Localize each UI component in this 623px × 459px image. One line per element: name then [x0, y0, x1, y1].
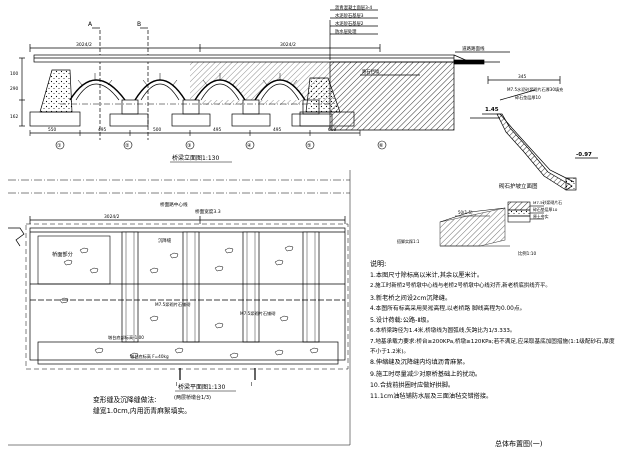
pier-label-3: ③	[187, 143, 191, 149]
slope-protection-section	[470, 76, 598, 191]
plan-cross-label: 墩台底标高 F=40kg	[130, 353, 169, 360]
design-notes: 说明: 1.本图尺寸除标高以米计,其余以厘米计。 2.施工时新桥2号桥墩中心线与…	[370, 259, 620, 402]
detail-label-1: M7.5砂浆砌片石	[533, 200, 562, 205]
note-line-8: 8.伸缩缝及沉降缝内均填沥青麻絮。	[370, 359, 469, 367]
section-note-1: M7.5水泥砂浆砌片石厚30填充	[507, 86, 563, 92]
bridge-elevation-view	[19, 9, 510, 140]
dim-bottom-4: 495	[213, 127, 221, 133]
note-line-7: 7.地基承载力要求:桥台≥200KPa,桥墩≥120KPa;若不满足,应采取基底…	[370, 339, 615, 356]
note-line-5: 5.设计荷载:公路-Ⅱ级。	[370, 317, 433, 325]
note-line-3: 3.新老桥之间设2cm沉降缝。	[370, 294, 452, 302]
elevation-text: 3024/2 3024/2 A B 沥青混凝土面层3-4 水泥砂石基层3 水泥砂…	[10, 4, 485, 163]
section-dim: 345	[518, 74, 526, 80]
note-line-9: 9.施工时尽量减少对原桥基础上的扰动。	[370, 370, 482, 378]
dim-bottom-3: 500	[153, 127, 161, 133]
height-mark-1: 100	[10, 71, 18, 77]
dim-top-left: 3024/2	[76, 42, 92, 48]
cut-mark-2: I	[251, 382, 252, 388]
dim-bottom-2: 495	[98, 127, 106, 133]
callout-2: 水泥砂石基层3	[335, 12, 364, 19]
elev-145: 1.45	[485, 107, 499, 113]
note-line-6: 6.本桥梁跨径为1.4米,桥墩线为圆弧线,矢跨比为1/3.333。	[370, 328, 516, 335]
joint-detail-note: 变形缝及沉降缝做法: 缝宽1.0cm,内用沥青麻絮填实。	[93, 395, 191, 417]
plan-small-label-1: M7.5浆砌片石铺砌	[155, 301, 190, 308]
note-line-4: 4.本图所有标高采用吴淞高程,以老桥路 脚线高程为0.00点。	[370, 305, 526, 312]
pier-label-4: ④	[247, 143, 252, 149]
elev-097: -0.97	[576, 152, 592, 158]
slope-detail-text: M7.5砂浆砌片石 碎石垫层厚10 原土夯实 50(1.5) 比例1:10 搭脚…	[397, 200, 562, 257]
detail-scale: 比例1:10	[518, 250, 537, 257]
detail-label-3: 原土夯实	[533, 214, 549, 219]
dim-top-right: 3024/2	[280, 42, 296, 48]
pier-number-row: ① ② ③ ④ ⑤ ⑥	[55, 140, 387, 150]
pier-label-6: ⑥	[379, 143, 384, 149]
retaining-wall-label: 路石挡墙	[362, 68, 380, 75]
height-mark-2: 290	[10, 86, 18, 92]
pier-label-5: ⑤	[307, 143, 311, 149]
dim-bottom-1: 550	[48, 127, 56, 133]
dim-bottom-6: 660	[328, 127, 336, 133]
joint-title: 变形缝及沉降缝做法:	[93, 396, 157, 404]
plan-dim: 3024/2	[104, 214, 120, 220]
pier-label-1: ①	[57, 143, 62, 149]
dim-bottom-5: 495	[273, 127, 281, 133]
cut-label-b: B	[137, 21, 141, 28]
plan-top-label: 桥面路中心线	[160, 201, 188, 208]
callout-4: 防水层处理	[335, 28, 357, 35]
bridge-plan-view	[8, 170, 351, 446]
note-line-11: 11.1cm油毡铺防水层及三面油毡交错搭接。	[370, 393, 493, 401]
deck-label: 桥面部分	[52, 250, 73, 258]
section-note-2: 碎石垫层厚10	[515, 94, 541, 100]
pier-label-2: ②	[125, 143, 130, 149]
plan-width-label: 桥面宽度3.3	[195, 208, 221, 215]
toe-label: 搭脚实踩1:1	[397, 238, 420, 244]
callout-1: 沥青混凝土面层3-4	[335, 4, 372, 11]
note-line-10: 10.合拢前拱圈时应做好拱脚。	[370, 381, 455, 389]
note-line-1: 1.本图尺寸除标高以米计,其余以厘米计。	[370, 272, 484, 280]
sheet-title: 总体布置图(一)	[495, 440, 543, 448]
callout-3: 水泥砂石基层2	[335, 20, 364, 27]
plan-subcaption: (两层桥墩台1/3)	[174, 394, 211, 401]
detail-small-dim: 50(1.5)	[458, 210, 473, 215]
slope-detail	[439, 201, 544, 247]
slope-section-text: 1.45 -0.97 345 M7.5水泥砂浆砌片石厚30填充 碎石垫层厚10 …	[485, 74, 592, 190]
elevation-caption: 桥梁立面图1:130	[172, 154, 219, 162]
section-caption: 砌石护坡立面图	[499, 182, 538, 190]
notes-heading: 说明:	[370, 260, 387, 268]
note-line-2: 2.施工时新桥2号桥墩中心线与老桥2号桥墩中心线对齐,新老桥底拱线齐平。	[370, 283, 551, 290]
height-mark-3: 162	[10, 114, 18, 120]
cut-mark-1: I	[176, 382, 177, 388]
road-surface-label: 道路路面线	[462, 45, 485, 52]
plan-bottom-label: 墩台底部标高-1.00	[108, 334, 144, 341]
plan-view-text: 桥面路中心线 桥面宽度3.3 3024/2 桥面部分 沉降缝 M7.5浆砌片石铺…	[52, 201, 275, 401]
cut-label-a: A	[88, 21, 93, 28]
settlement-joint-label: 沉降缝	[158, 237, 172, 244]
plan-small-label-2: M7.5浆砌片石铺砌	[240, 310, 275, 317]
detail-label-2: 碎石垫层厚10	[533, 207, 558, 212]
plan-caption: 桥梁平面图1:130	[178, 383, 225, 391]
joint-text: 缝宽1.0cm,内用沥青麻絮填实。	[93, 407, 192, 415]
